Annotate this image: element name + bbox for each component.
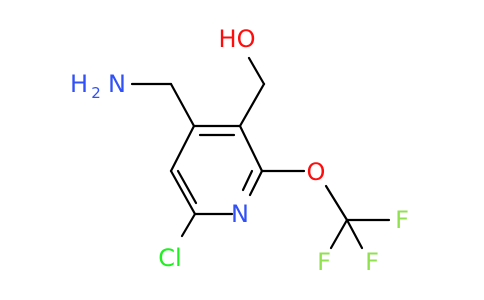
atom-label-amine-n: N — [108, 70, 126, 98]
atom-label-ether-o: O — [307, 158, 326, 186]
atom-label-f1: F — [395, 206, 409, 234]
atom-label-f2: F — [317, 248, 331, 276]
bond-c-f3 — [345, 218, 364, 250]
atom-label-f3: F — [365, 248, 379, 276]
atom-label-oh: HO — [219, 25, 256, 53]
bond-c5-c4 — [169, 124, 196, 173]
bond-c6-c5 — [169, 169, 197, 216]
bond-c-f2 — [329, 218, 349, 250]
atom-label-amine-h: H — [70, 70, 88, 98]
bond-o-cf3 — [324, 184, 349, 222]
bond-c2-n-inner — [241, 169, 254, 192]
bond-ch2-oh — [247, 56, 266, 86]
atom-label-ring-n: N — [231, 200, 249, 228]
bond-c6-cl — [180, 212, 197, 238]
bond-c3-c2 — [238, 124, 264, 173]
atom-label-amine-subscript: 2 — [91, 84, 101, 102]
bond-c6-c5-inner — [176, 169, 198, 205]
bond-c3-ch2 — [238, 82, 266, 128]
bond-c2-n — [248, 169, 264, 197]
atom-label-cl: Cl — [158, 244, 181, 272]
bond-c4-ch2 — [169, 82, 196, 128]
